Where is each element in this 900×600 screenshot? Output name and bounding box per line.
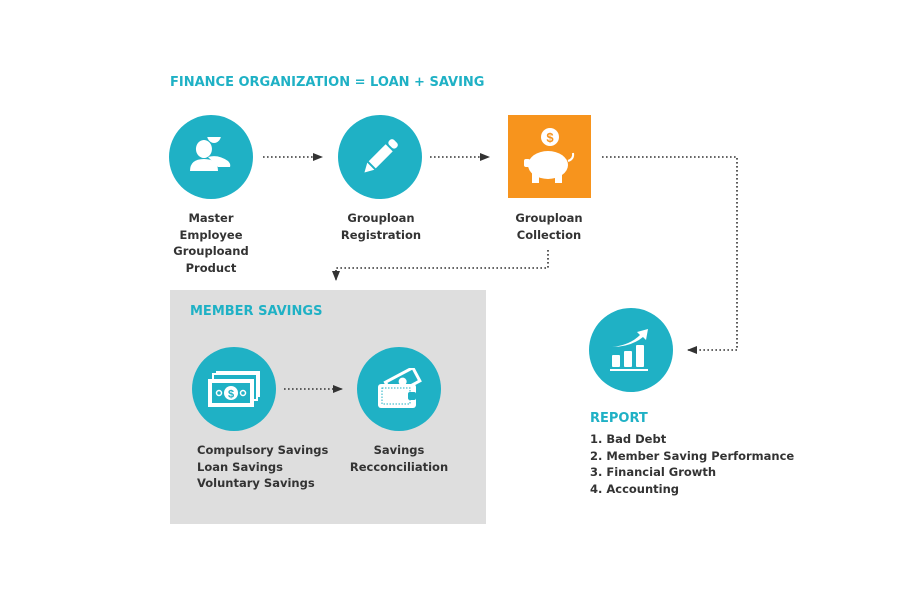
label-line: Collection <box>516 227 582 242</box>
label-line: Voluntary Savings <box>197 476 315 490</box>
label-line: Compulsory Savings <box>197 443 329 457</box>
growth-chart-icon <box>610 329 648 371</box>
label-line: Recconciliation <box>349 459 449 474</box>
label-line: Savings <box>373 443 425 457</box>
report-title: REPORT <box>590 411 648 426</box>
master-employee-node <box>169 115 253 199</box>
arrow-collection-to-report <box>602 156 738 354</box>
svg-text:$: $ <box>546 130 554 145</box>
report-node <box>589 308 673 392</box>
compulsory-savings-node: $ <box>192 347 276 431</box>
master-employee-label: Master Employee Grouploand Product <box>173 210 248 276</box>
label-line: Product <box>185 260 237 275</box>
savings-reconciliation-node <box>357 347 441 431</box>
wallet-icon <box>378 368 422 408</box>
svg-text:$: $ <box>228 389 234 401</box>
report-item: 1. Bad Debt <box>590 432 667 446</box>
label-line: Master <box>188 211 234 225</box>
label-line: Grouploand <box>173 244 249 258</box>
grouploan-registration-label: Grouploan Registration <box>341 210 421 243</box>
pencil-icon <box>364 139 398 173</box>
member-savings-title: MEMBER SAVINGS <box>190 304 323 319</box>
grouploan-collection-label: Grouploan Collection <box>515 210 582 243</box>
label-line: Grouploan <box>515 211 583 225</box>
grouploan-registration-node <box>338 115 422 199</box>
savings-reconciliation-label: Savings Recconciliation <box>350 442 448 475</box>
money-stack-icon: $ <box>208 371 260 407</box>
label-line: Grouploan <box>347 211 415 225</box>
label-line: Employee <box>179 227 243 242</box>
label-line: Registration <box>340 227 422 242</box>
users-icon <box>190 137 231 171</box>
grouploan-collection-node: $ <box>508 115 591 198</box>
report-item: 2. Member Saving Performance <box>590 448 795 463</box>
report-item: 3. Financial Growth <box>590 465 717 479</box>
report-list: 1. Bad Debt 2. Member Saving Performance… <box>590 431 794 497</box>
compulsory-savings-label: Compulsory Savings Loan Savings Voluntar… <box>197 442 328 492</box>
page-title: FINANCE ORGANIZATION = LOAN + SAVING <box>170 75 485 90</box>
piggy-bank-icon: $ <box>523 127 574 183</box>
report-item: 4. Accounting <box>590 481 680 496</box>
arrow-collection-to-savings <box>332 250 549 281</box>
label-line: Loan Savings <box>197 459 283 474</box>
